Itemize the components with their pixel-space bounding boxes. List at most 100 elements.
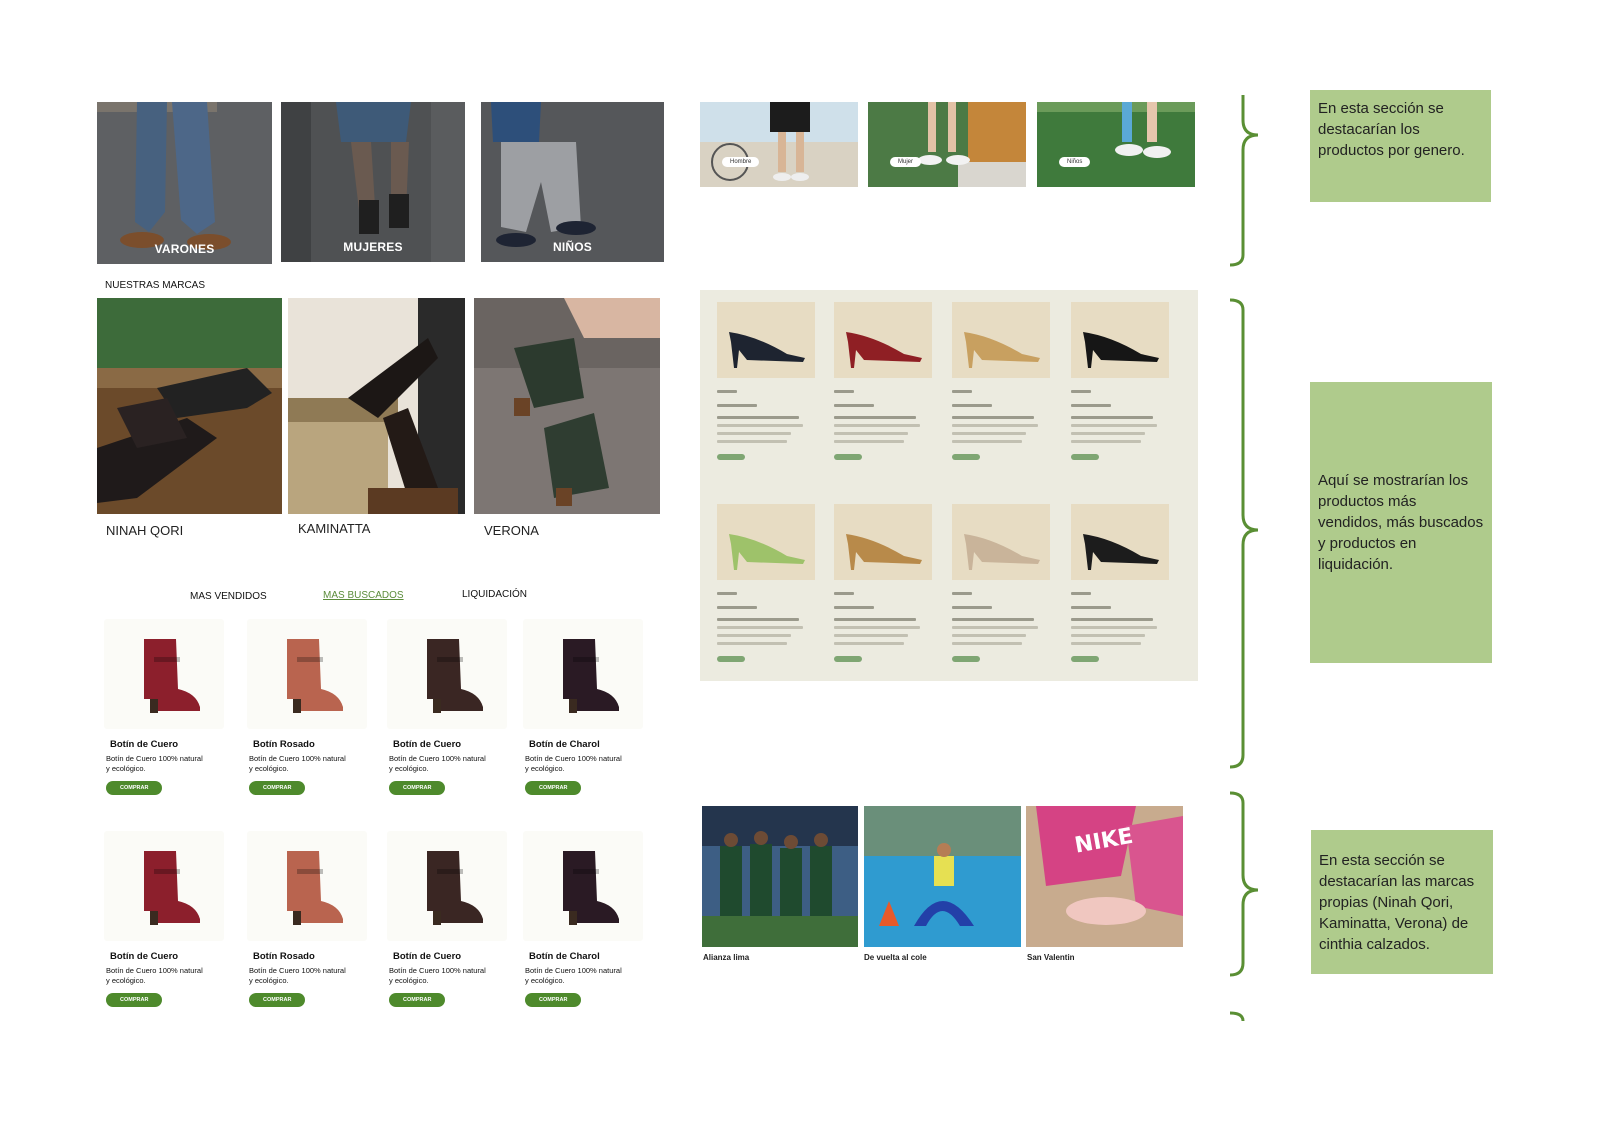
- genre-card-mujer[interactable]: Mujer: [868, 102, 1026, 187]
- promo-alianza-lima-image: [702, 806, 858, 947]
- genre-card-mujer-image: [868, 102, 1026, 187]
- promo-san-valentin[interactable]: NIKE: [1026, 806, 1183, 947]
- product-image[interactable]: [523, 831, 643, 941]
- bracket-tail: [1229, 1011, 1245, 1022]
- category-label: VARONES: [154, 242, 215, 256]
- genre-card-ninos[interactable]: Niños: [1037, 102, 1195, 187]
- product-name[interactable]: Botín de Cuero: [393, 739, 462, 750]
- buy-button[interactable]: COMPRAR: [389, 781, 446, 795]
- buy-button[interactable]: COMPRAR: [249, 993, 306, 1007]
- mockup-text-line: [834, 592, 854, 595]
- mockup-text-line: [1071, 606, 1111, 609]
- product-description: Botín de Cuero 100% natural y ecológico.: [525, 754, 622, 773]
- mockup-text-line: [952, 404, 992, 407]
- buy-button[interactable]: COMPRAR: [389, 993, 446, 1007]
- buy-button[interactable]: COMPRAR: [106, 781, 163, 795]
- mockup-text-line: [717, 440, 787, 443]
- brand-photo-ninah-qori-image: [97, 298, 282, 514]
- brand-name-ninah-qori[interactable]: NINAH QORI: [106, 523, 184, 538]
- product-description: Botín de Cuero 100% natural y ecológico.: [106, 754, 203, 773]
- promo-de-vuelta-al-cole-image: [864, 806, 1021, 947]
- mockup-shoe-image: [952, 302, 1050, 378]
- category-tile-ninos[interactable]: NIÑOS: [481, 102, 664, 262]
- product-image[interactable]: [104, 619, 224, 729]
- buy-button[interactable]: COMPRAR: [249, 781, 306, 795]
- mockup-text-line: [834, 642, 904, 645]
- category-tile-varones[interactable]: VARONES: [97, 102, 272, 264]
- genre-chip: Mujer: [890, 157, 922, 167]
- mockup-shoe-image: [717, 504, 815, 580]
- genre-card-ninos-image: [1037, 102, 1195, 187]
- mockup-button: [1071, 656, 1099, 662]
- mockup-text-line: [952, 416, 1034, 419]
- mockup-text-line: [952, 390, 972, 393]
- mockup-text-line: [834, 626, 920, 629]
- mockup-text-line: [1071, 424, 1157, 427]
- brand-photo-kaminatta[interactable]: [288, 298, 465, 514]
- mockup-text-line: [952, 642, 1022, 645]
- category-tile-mujeres[interactable]: MUJERES: [281, 102, 465, 262]
- product-name[interactable]: Botín de Cuero: [393, 951, 462, 962]
- brand-photo-ninah-qori[interactable]: [97, 298, 282, 514]
- product-name[interactable]: Botín de Cuero: [110, 739, 179, 750]
- genre-card-hombre[interactable]: Hombre: [700, 102, 858, 187]
- brands-section-title: NUESTRAS MARCAS: [105, 280, 206, 291]
- mockup-text-line: [834, 390, 854, 393]
- product-description: Botín de Cuero 100% natural y ecológico.: [525, 966, 622, 985]
- mockup-text-line: [1071, 390, 1091, 393]
- mockup-text-line: [1071, 432, 1145, 435]
- product-image[interactable]: [387, 619, 507, 729]
- mockup-text-line: [1071, 626, 1157, 629]
- note-genre: En esta sección se destacarían los produ…: [1310, 90, 1491, 202]
- product-image[interactable]: [247, 831, 367, 941]
- category-label: NIÑOS: [552, 240, 592, 254]
- buy-button[interactable]: COMPRAR: [525, 781, 582, 795]
- buy-button[interactable]: COMPRAR: [525, 993, 582, 1007]
- product-name[interactable]: Botín Rosado: [253, 951, 315, 962]
- mockup-text-line: [717, 592, 737, 595]
- product-description: Botín de Cuero 100% natural y ecológico.: [249, 754, 346, 773]
- mockup-text-line: [1071, 404, 1111, 407]
- product-name[interactable]: Botín de Charol: [529, 739, 600, 750]
- mockup-button: [834, 454, 862, 460]
- mockup-text-line: [952, 424, 1038, 427]
- tab-liquidacion[interactable]: LIQUIDACIÓN: [462, 589, 528, 600]
- promo-caption-san-valentin: San Valentin: [1027, 953, 1075, 962]
- promo-de-vuelta-al-cole[interactable]: [864, 806, 1021, 947]
- tab-mas-vendidos[interactable]: MAS VENDIDOS: [190, 591, 267, 602]
- mockup-text-line: [834, 606, 874, 609]
- promo-alianza-lima[interactable]: [702, 806, 858, 947]
- mockup-text-line: [834, 618, 916, 621]
- buy-button[interactable]: COMPRAR: [106, 993, 163, 1007]
- mockup-text-line: [717, 634, 791, 637]
- product-image[interactable]: [387, 831, 507, 941]
- brand-name-verona[interactable]: VERONA: [484, 523, 539, 538]
- brand-name-kaminatta[interactable]: KAMINATTA: [298, 521, 371, 536]
- genre-chip: Hombre: [722, 157, 760, 167]
- annotation-brackets: [1229, 95, 1259, 1022]
- product-image[interactable]: [104, 831, 224, 941]
- tab-mas-buscados[interactable]: MAS BUSCADOS: [323, 590, 404, 601]
- mockup-text-line: [717, 404, 757, 407]
- product-name[interactable]: Botín de Charol: [529, 951, 600, 962]
- product-name[interactable]: Botín de Cuero: [110, 951, 179, 962]
- mockup-text-line: [834, 634, 908, 637]
- note-brands: En esta sección se destacarían las marca…: [1311, 830, 1493, 974]
- promo-caption-de-vuelta-al-cole: De vuelta al cole: [864, 953, 927, 962]
- brand-photo-verona[interactable]: [474, 298, 660, 514]
- product-name[interactable]: Botín Rosado: [253, 739, 315, 750]
- mockup-text-line: [717, 642, 787, 645]
- product-image[interactable]: [523, 619, 643, 729]
- genre-card-hombre-image: [700, 102, 858, 187]
- product-image[interactable]: [247, 619, 367, 729]
- product-description: Botín de Cuero 100% natural y ecológico.: [389, 754, 486, 773]
- mockup-text-line: [717, 390, 737, 393]
